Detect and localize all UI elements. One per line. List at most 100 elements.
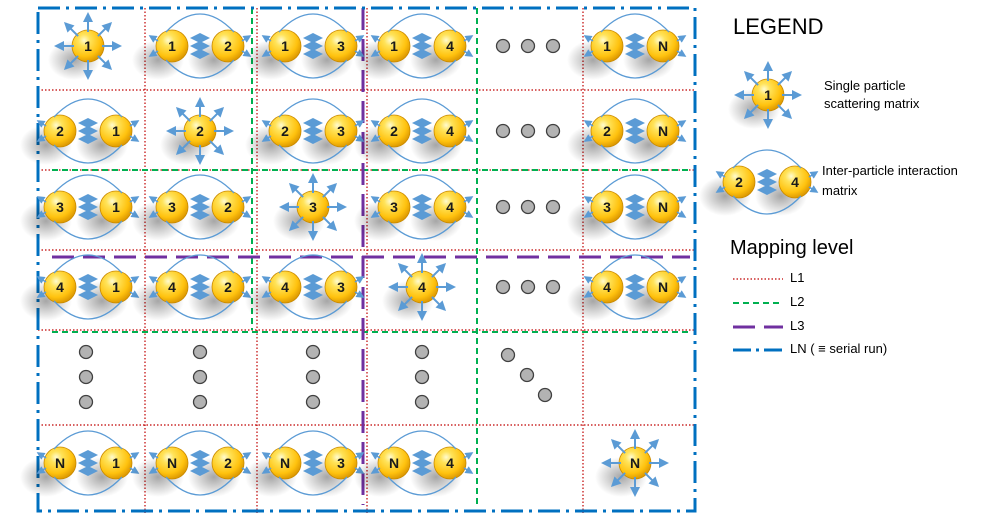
interaction-arrow xyxy=(676,134,687,142)
particle-label: 2 xyxy=(735,174,743,190)
particle-label: 2 xyxy=(196,123,204,139)
interaction-arrow xyxy=(261,466,272,474)
particle-label: 2 xyxy=(224,455,232,471)
interaction-arc xyxy=(387,174,457,194)
pair-particle-right xyxy=(778,165,812,199)
pair-particle-right xyxy=(211,446,245,480)
interaction-arc xyxy=(387,144,457,164)
interaction-arrow xyxy=(261,276,272,284)
particle-label: N xyxy=(658,38,668,54)
interaction-arrow xyxy=(354,120,365,128)
ellipsis-dot xyxy=(305,344,321,360)
interaction-arrow xyxy=(36,452,47,460)
interaction-arc xyxy=(732,195,802,215)
scatter-arrow xyxy=(288,182,304,198)
interaction-arrow xyxy=(36,290,47,298)
pair-particle-left xyxy=(722,165,756,199)
particle-label: 1 xyxy=(168,38,176,54)
particle-label: 4 xyxy=(56,279,64,295)
particle-label: 2 xyxy=(281,123,289,139)
scatter-arrow xyxy=(97,21,113,37)
interaction-arrow xyxy=(463,210,474,218)
pair-particle-right xyxy=(324,114,358,148)
pair-particle-left xyxy=(43,446,77,480)
pair-particle-left xyxy=(590,190,624,224)
pair-particle-left xyxy=(268,270,302,304)
pair-particle-right xyxy=(324,270,358,304)
pair-particle-right xyxy=(433,114,467,148)
interaction-arrow xyxy=(129,452,140,460)
interaction-arrow xyxy=(241,196,252,204)
ellipsis-dot xyxy=(545,279,561,295)
ellipsis-dot xyxy=(495,199,511,215)
interaction-arrow xyxy=(241,35,252,43)
pair-particle-right xyxy=(211,190,245,224)
interaction-arrow xyxy=(463,466,474,474)
particle-label: 3 xyxy=(309,199,317,215)
particle-label: 1 xyxy=(112,455,120,471)
interaction-arc xyxy=(53,144,123,164)
particle-label: N xyxy=(55,455,65,471)
scatter-arrow xyxy=(610,438,626,454)
interaction-arrow xyxy=(354,35,365,43)
interaction-arc xyxy=(165,300,235,320)
pair-particle-right xyxy=(433,29,467,63)
interaction-arc xyxy=(53,98,123,118)
interaction-arc xyxy=(387,430,457,450)
interaction-arrow xyxy=(463,35,474,43)
interaction-arrow xyxy=(148,466,159,474)
interaction-arc xyxy=(278,98,348,118)
particle-label: 1 xyxy=(390,38,398,54)
interaction-arrow xyxy=(463,49,474,57)
interaction-arrow xyxy=(583,276,594,284)
pair-particle-left xyxy=(155,446,189,480)
particle-label: 1 xyxy=(112,199,120,215)
interaction-arrow xyxy=(148,276,159,284)
interaction-arrow xyxy=(354,452,365,460)
particle-label: 1 xyxy=(603,38,611,54)
particle-label: 1 xyxy=(112,123,120,139)
scatter-arrow xyxy=(743,104,759,120)
matrix-cell xyxy=(192,344,208,410)
interaction-arrow xyxy=(676,210,687,218)
interaction-arc xyxy=(600,174,670,194)
ellipsis-dot xyxy=(192,369,208,385)
ellipsis-dot xyxy=(78,394,94,410)
particle-label: 2 xyxy=(224,199,232,215)
pair-particle-left xyxy=(43,190,77,224)
pair-particle-right xyxy=(99,446,133,480)
particle-label: 3 xyxy=(337,279,345,295)
matrix-cell xyxy=(305,344,321,410)
particle-label: 3 xyxy=(390,199,398,215)
particle-label: 4 xyxy=(446,455,454,471)
interaction-arc xyxy=(165,174,235,194)
matrix-cell: 3 xyxy=(273,173,347,241)
matrix-cell xyxy=(495,279,561,295)
interaction-arc xyxy=(165,254,235,274)
scatter-arrow xyxy=(743,70,759,86)
particle-label: N xyxy=(389,455,399,471)
interaction-arrow xyxy=(261,452,272,460)
particle-label: 4 xyxy=(446,123,454,139)
scatter-arrow xyxy=(63,55,79,71)
pair-particle-left xyxy=(590,114,624,148)
interaction-arrow xyxy=(808,185,819,193)
interaction-arc xyxy=(600,300,670,320)
particle-label: 2 xyxy=(603,123,611,139)
matrix-cell xyxy=(495,123,561,139)
ellipsis-dot xyxy=(495,123,511,139)
interaction-arrow xyxy=(463,452,474,460)
particle-label: 3 xyxy=(337,38,345,54)
particle-label: 4 xyxy=(603,279,611,295)
